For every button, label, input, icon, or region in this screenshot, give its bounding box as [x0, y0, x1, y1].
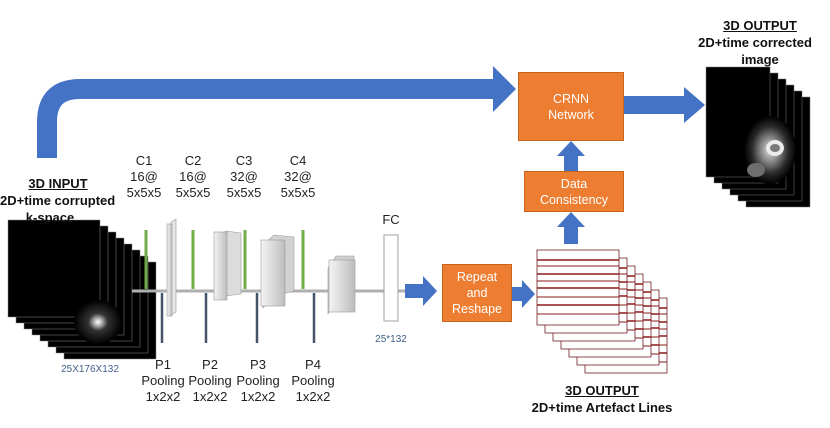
crnn-network-box: CRNN Network [518, 72, 624, 141]
input-dims: 25X176X132 [61, 364, 119, 375]
input-kspace-stack [7, 219, 157, 360]
fc-dims: 25*132 [375, 334, 407, 345]
arrow-consistency-to-crnn [557, 141, 585, 171]
arrow-repeat-to-lines [512, 280, 535, 308]
input-line2: k-space [25, 210, 75, 225]
arrow-crnn-to-output [624, 87, 705, 123]
input-heading: 3D INPUT [28, 176, 88, 191]
skip-arrow [37, 79, 497, 158]
feature-map-4 [327, 255, 356, 316]
repeat-reshape-box: Repeat and Reshape [442, 264, 512, 322]
artefact-output-subtitle: 2D+time Artefact Lines [531, 400, 673, 415]
fc-label: FC [382, 212, 400, 227]
data-consistency-box: Data Consistency [524, 171, 624, 212]
final-output-line1: 2D+time corrected [698, 35, 812, 50]
final-output-line2: image [741, 52, 779, 67]
feature-map-3 [260, 234, 295, 309]
artefact-lines-stack [536, 249, 668, 374]
input-line1: 2D+time corrupted [0, 193, 116, 208]
arrow-fc-to-repeat [405, 276, 437, 306]
feature-map-2 [213, 230, 242, 301]
output-image-stack [705, 66, 811, 208]
fc-layer [383, 234, 399, 322]
skip-arrowhead [493, 66, 516, 112]
arrow-lines-to-consistency [557, 212, 585, 244]
artefact-output-heading: 3D OUTPUT [565, 383, 639, 398]
final-output-heading: 3D OUTPUT [723, 18, 797, 33]
feature-map-1 [166, 218, 177, 317]
